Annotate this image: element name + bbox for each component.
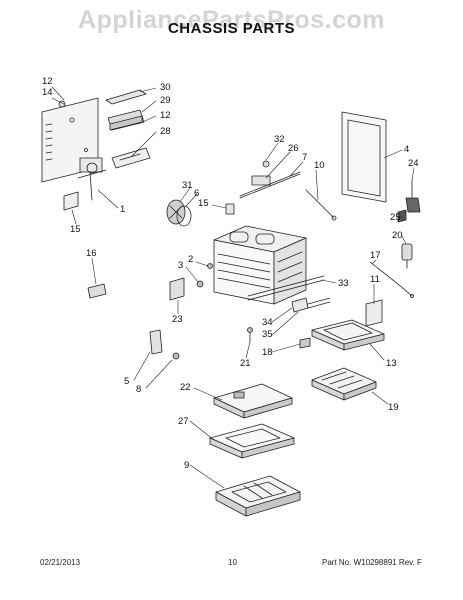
leader-lines: [51, 86, 415, 489]
bracket-15-left: [63, 191, 79, 211]
frame-27: [209, 423, 295, 459]
callout-30: 30: [160, 82, 171, 93]
callout-28: 28: [160, 126, 171, 137]
element-33: [247, 275, 325, 301]
callout-26: 26: [288, 143, 299, 154]
bracket-15-center: [225, 203, 235, 215]
rod-10: [305, 189, 337, 221]
callout-labels: 12 14 30 29 12 28 1 15 32 26 7 10 4 24 3…: [42, 76, 419, 471]
vent-assembly: [105, 89, 151, 169]
callout-35: 35: [262, 329, 273, 340]
callout-21: 21: [240, 358, 251, 369]
tray-13: [311, 319, 385, 351]
latch-24: [405, 179, 421, 213]
callout-25: 25: [390, 212, 401, 223]
callout-18: 18: [262, 347, 273, 358]
bottom-plate-22: [213, 383, 293, 419]
callout-24: 24: [408, 158, 419, 169]
callout-11: 11: [370, 274, 380, 285]
callout-7: 7: [302, 152, 307, 163]
bracket-11: [365, 299, 383, 327]
callout-19: 19: [388, 402, 399, 413]
oven-cavity: [213, 225, 307, 305]
callout-27: 27: [178, 416, 189, 427]
igniter-parts: [397, 209, 413, 269]
callout-20: 20: [392, 230, 403, 241]
callout-3: 3: [178, 260, 183, 271]
callout-22: 22: [180, 382, 191, 393]
callout-2: 2: [188, 254, 193, 265]
callout-1: 1: [120, 204, 125, 215]
door-gasket-frame: [341, 111, 387, 203]
callout-34: 34: [262, 317, 273, 328]
page-title: CHASSIS PARTS: [167, 20, 296, 37]
wire-17: [369, 261, 414, 298]
fan-motor-assembly: [77, 157, 107, 201]
bracket-5-8: [149, 329, 180, 360]
screw-21: [247, 327, 253, 343]
parts-34-35: [291, 297, 331, 313]
callout-8: 8: [136, 384, 141, 395]
callout-12: 12: [160, 110, 171, 121]
callout-6: 6: [194, 188, 199, 199]
bracket-23: [169, 277, 185, 301]
footer-part-number: Part No. W10298891 Rev. F: [322, 558, 422, 567]
callout-10: 10: [314, 160, 325, 171]
base-frame-9: [215, 475, 301, 517]
callout-32: 32: [274, 134, 285, 145]
callout-29: 29: [160, 95, 171, 106]
callout-4: 4: [404, 144, 409, 155]
callout-33: 33: [338, 278, 349, 289]
clip-18: [299, 337, 311, 349]
watermark: AppliancePartsPros.com: [78, 6, 385, 34]
callout-31: 31: [182, 180, 193, 191]
callout-15: 15: [70, 224, 81, 235]
callout-17: 17: [370, 250, 381, 261]
screws-2-3: [196, 263, 213, 288]
footer-date: 02/21/2013: [40, 558, 81, 567]
callout-16: 16: [86, 248, 97, 259]
tray-19: [311, 367, 377, 401]
callout-13: 13: [386, 358, 397, 369]
convection-fan: [166, 199, 192, 227]
sensor-assembly: [239, 160, 301, 199]
footer-page-number: 10: [228, 558, 237, 567]
callout-12: 12: [42, 76, 53, 87]
callout-15: 15: [198, 198, 209, 209]
callout-23: 23: [172, 314, 183, 325]
callout-14: 14: [42, 87, 53, 98]
callout-9: 9: [184, 460, 189, 471]
callout-5: 5: [124, 376, 129, 387]
part-16: [87, 283, 107, 299]
